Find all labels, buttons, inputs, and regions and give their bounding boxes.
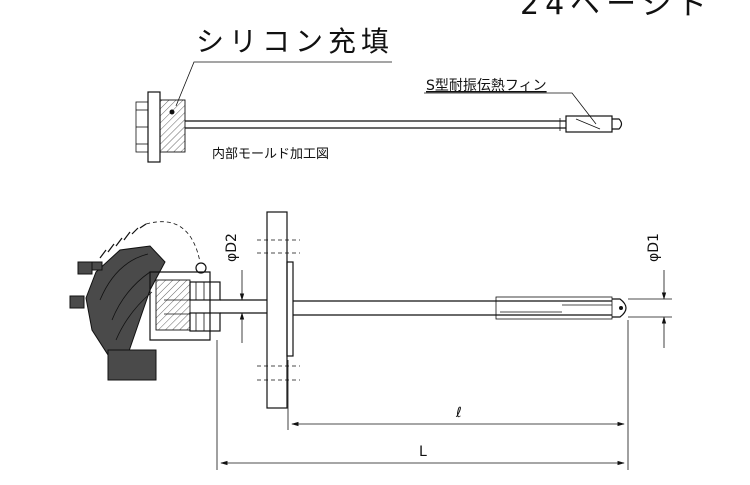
protection-tube [220,296,627,320]
length-dimensions [216,320,629,470]
d1-label: φD1 [646,233,662,262]
d2-label: φD2 [224,233,240,262]
cap-chain [99,223,147,259]
inner-mold-view [135,61,623,163]
l-small-label: ℓ [455,405,462,421]
s-type-fin-label: S型耐振伝熱フィン [426,78,547,94]
main-flange [257,211,300,409]
inner-mold-label: 内部モールド加工図 [212,146,329,162]
silicone-fill-area [159,99,186,153]
page-corner-title: 24ページド [520,0,714,22]
silicone-fill-label: シリコン充填 [196,25,394,58]
d1-dimension [628,270,672,348]
top-flange [147,91,161,163]
s-type-fin [565,115,613,133]
terminal-head [69,221,221,381]
l-total-label: L [419,444,427,460]
